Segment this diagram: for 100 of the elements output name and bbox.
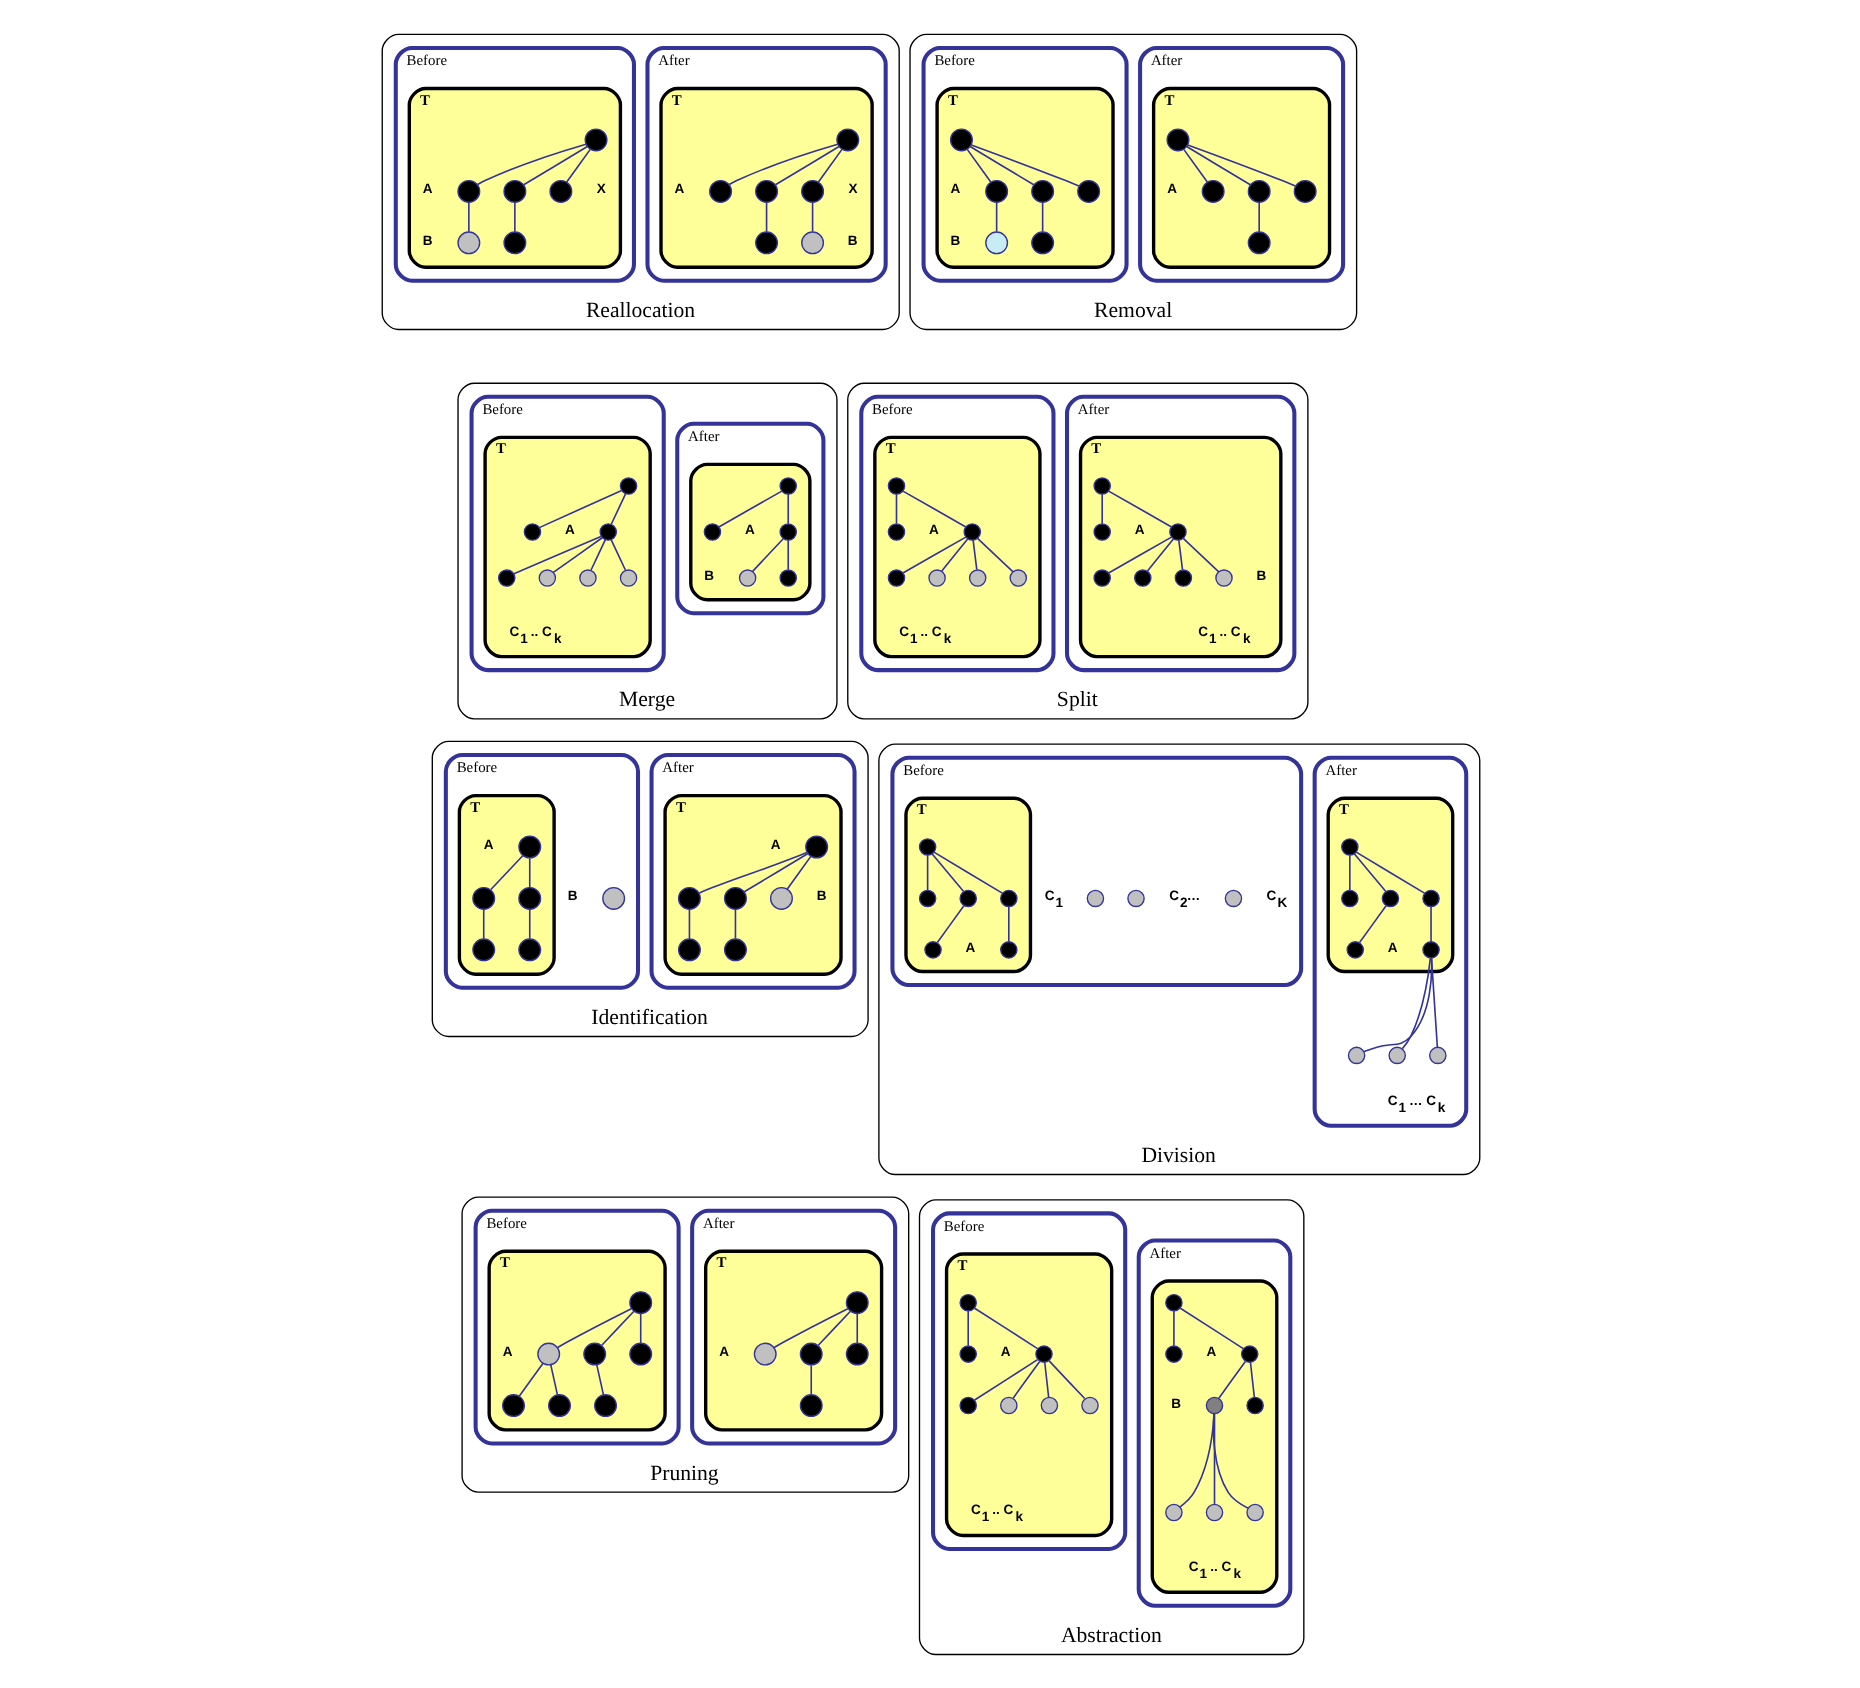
node-circle bbox=[1340, 838, 1358, 856]
connector bbox=[1217, 1360, 1246, 1399]
connector bbox=[1429, 957, 1438, 1049]
node-circle bbox=[948, 128, 972, 152]
node-circle bbox=[999, 941, 1017, 959]
connector bbox=[1011, 1360, 1040, 1399]
node-circle bbox=[1092, 477, 1110, 495]
connector bbox=[733, 908, 736, 940]
node-circle bbox=[618, 569, 637, 587]
connector bbox=[564, 148, 591, 183]
node-circle bbox=[517, 835, 541, 859]
node-circle bbox=[1214, 569, 1232, 587]
node-circle bbox=[1039, 1396, 1058, 1415]
node-circle bbox=[927, 569, 945, 587]
node-circle bbox=[1168, 523, 1186, 541]
connector bbox=[855, 1313, 858, 1344]
connector bbox=[512, 535, 601, 575]
connector bbox=[467, 201, 469, 233]
node-circle bbox=[1030, 179, 1054, 203]
node-circle bbox=[1173, 569, 1192, 587]
node-circle bbox=[471, 938, 495, 962]
node-circle bbox=[601, 886, 625, 910]
connector bbox=[609, 539, 626, 571]
connector bbox=[966, 1310, 969, 1347]
node-circle bbox=[1164, 1293, 1182, 1312]
connector bbox=[1429, 905, 1431, 943]
node-circle bbox=[1076, 179, 1100, 203]
node-circle bbox=[754, 231, 778, 255]
node-circle bbox=[999, 889, 1017, 908]
connector bbox=[1145, 538, 1174, 572]
connector bbox=[1040, 201, 1043, 233]
connector bbox=[968, 145, 1034, 186]
node-circle bbox=[962, 523, 981, 541]
node-circle bbox=[844, 1291, 868, 1315]
node-circle bbox=[1246, 231, 1270, 255]
node-circle bbox=[1034, 1345, 1052, 1363]
connector bbox=[972, 1307, 1038, 1350]
node-circle bbox=[708, 179, 732, 203]
node-circle bbox=[593, 1394, 617, 1418]
node-circle bbox=[1245, 1396, 1263, 1415]
node-circle bbox=[1345, 941, 1364, 959]
connector bbox=[1106, 536, 1172, 574]
connector bbox=[773, 145, 839, 186]
node-circle bbox=[583, 128, 607, 152]
connector bbox=[548, 1364, 558, 1396]
node-circle bbox=[835, 128, 859, 152]
node-circle bbox=[958, 1293, 976, 1312]
connector bbox=[975, 537, 1013, 573]
node-circle bbox=[676, 886, 700, 910]
node-circle bbox=[537, 569, 556, 587]
connector bbox=[940, 538, 968, 572]
connector bbox=[901, 490, 966, 528]
connector bbox=[489, 854, 523, 891]
connector bbox=[589, 539, 606, 571]
connector bbox=[750, 537, 784, 573]
node-circle bbox=[501, 1394, 524, 1418]
connector bbox=[537, 489, 622, 529]
node-circle bbox=[778, 523, 797, 541]
node-circle bbox=[1204, 1396, 1223, 1415]
connector bbox=[1007, 905, 1009, 943]
node-circle bbox=[1092, 523, 1110, 541]
connector bbox=[1181, 537, 1219, 573]
connector bbox=[1354, 851, 1425, 894]
node-circle bbox=[1164, 1345, 1182, 1363]
connector bbox=[1212, 1412, 1215, 1505]
node-circle bbox=[456, 231, 480, 255]
node-circle bbox=[1133, 569, 1151, 587]
node-circle bbox=[1126, 889, 1144, 908]
connector bbox=[764, 201, 767, 233]
connector bbox=[687, 908, 690, 940]
node-circle bbox=[1239, 1345, 1258, 1363]
node-circle bbox=[1246, 179, 1270, 203]
connector bbox=[1177, 539, 1183, 571]
node-circle bbox=[798, 1394, 822, 1418]
node-circle bbox=[1080, 1396, 1098, 1415]
node-circle bbox=[984, 179, 1008, 203]
connector bbox=[551, 536, 602, 574]
node-circle bbox=[1245, 1503, 1263, 1522]
connector bbox=[785, 855, 811, 890]
connector bbox=[1248, 1361, 1255, 1398]
connector bbox=[1100, 493, 1102, 525]
connector bbox=[521, 145, 588, 186]
connector bbox=[1184, 145, 1251, 186]
node-circle bbox=[1387, 1046, 1405, 1065]
connector bbox=[901, 536, 966, 574]
connector bbox=[894, 493, 897, 525]
connector bbox=[1178, 1413, 1214, 1508]
node-circle bbox=[496, 569, 515, 587]
connector bbox=[932, 851, 1003, 894]
node-circle bbox=[999, 1396, 1017, 1415]
node-circle bbox=[702, 523, 721, 541]
connector bbox=[638, 1313, 641, 1344]
node-circle bbox=[844, 1342, 868, 1366]
connector bbox=[727, 143, 838, 186]
connector bbox=[786, 493, 789, 525]
connector bbox=[1047, 1359, 1085, 1400]
node-circle bbox=[1030, 231, 1054, 255]
cluster bbox=[1149, 1279, 1278, 1594]
node-circle bbox=[1085, 889, 1104, 908]
connector bbox=[517, 1362, 543, 1398]
